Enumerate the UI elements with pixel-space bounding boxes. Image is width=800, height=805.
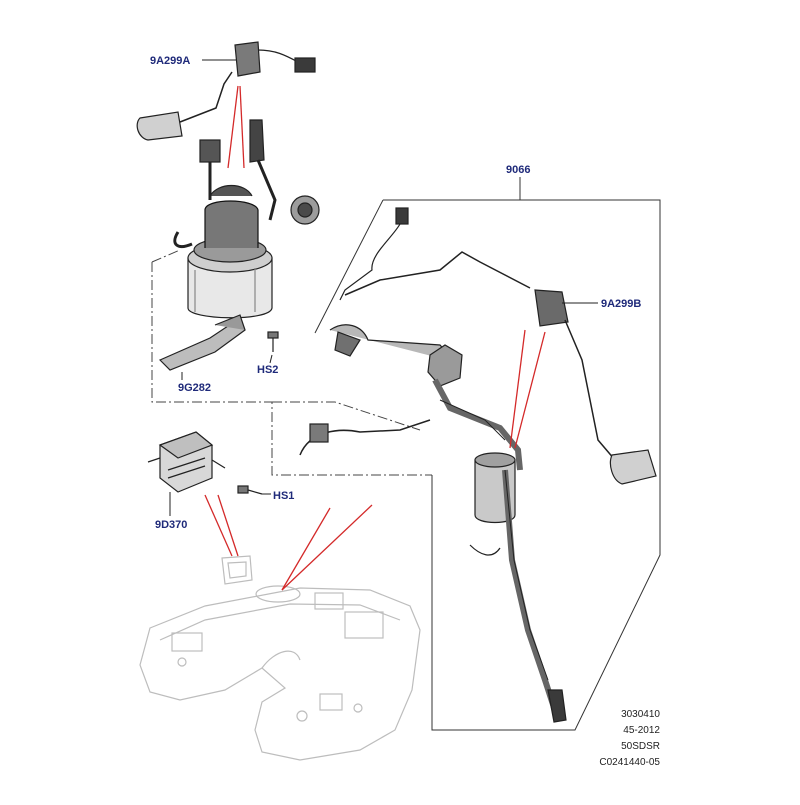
fuel-pump-module <box>299 207 657 723</box>
callout-9a299a: 9A299A <box>150 55 190 67</box>
assembly-outline <box>151 249 432 476</box>
ref-line-2: 45-2012 <box>623 725 660 736</box>
fuel-pump-control-module <box>147 431 226 493</box>
callout-hs1: HS1 <box>273 490 294 502</box>
fuel-level-sender-a <box>136 41 316 141</box>
screw-hs2-part <box>267 331 279 352</box>
ref-line-3: 50SDSR <box>621 741 660 752</box>
callout-9066: 9066 <box>506 164 530 176</box>
screw-hs1-part <box>237 485 263 495</box>
callout-9g282: 9G282 <box>178 382 211 394</box>
module-frame <box>314 177 661 731</box>
reference-block: 3030410 45-2012 50SDSR C0241440-05 <box>599 709 660 768</box>
black-leader-lines <box>169 59 598 516</box>
fuel-tank-ghost <box>139 555 421 761</box>
callout-hs2: HS2 <box>257 364 278 376</box>
callout-9a299b: 9A299B <box>601 298 641 310</box>
ref-line-4: C0241440-05 <box>599 757 660 768</box>
red-leader-lines <box>204 85 546 591</box>
callout-9d370: 9D370 <box>155 519 187 531</box>
ref-line-1: 3030410 <box>621 709 660 720</box>
fuel-pump-assembly <box>158 119 320 371</box>
